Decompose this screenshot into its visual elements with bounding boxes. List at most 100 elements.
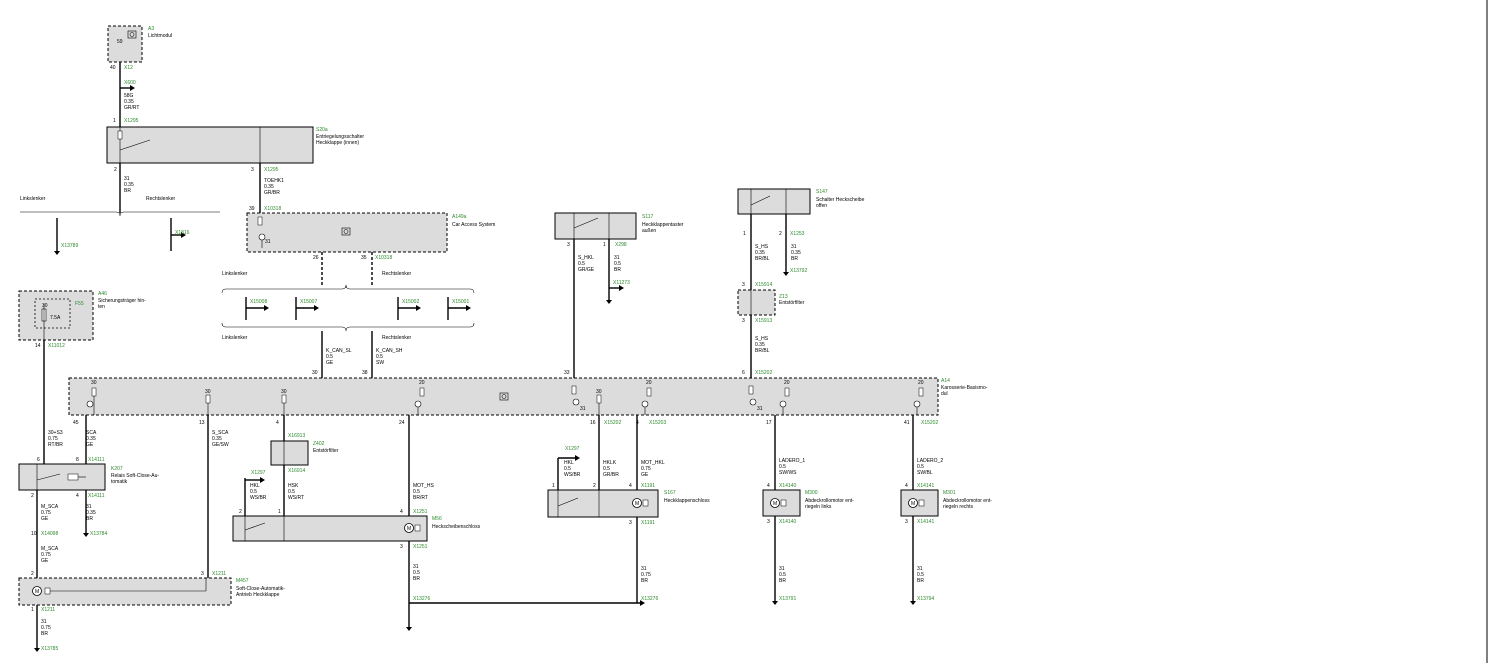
lhd-label-2: Linkslenker [222,271,248,277]
svg-text:BR: BR [779,578,786,584]
wire-m457-31: 31 0.75 BR [41,619,51,637]
svg-text:10: 10 [31,531,37,537]
s20a-code: S20a [316,127,328,133]
svg-text:S_HS: S_HS [755,244,769,250]
svg-text:1: 1 [31,607,34,613]
x11273-label: X11273 [613,280,630,286]
svg-text:2: 2 [114,167,117,173]
svg-text:0.35: 0.35 [124,182,134,188]
wire-s147-31: 31 0.35 BR [791,244,801,262]
svg-text:WS/BR: WS/BR [564,472,581,478]
svg-text:riegeln rechts: riegeln rechts [943,504,974,510]
svg-text:31: 31 [917,566,923,572]
svg-text:GE: GE [41,516,49,522]
svg-text:SW: SW [376,360,384,366]
svg-text:0.5: 0.5 [250,489,257,495]
svg-text:MOT_HKL: MOT_HKL [641,460,665,466]
lhd-label-3: Linkslenker [222,335,248,341]
component-a14[interactable]: A14 Karosserie-Basismo- dul 30 30 30 20 … [68,377,988,426]
svg-text:0.35: 0.35 [755,342,765,348]
component-k207[interactable]: K207 Relais Soft-Close-Au- tomatik 6 8 X… [18,457,159,499]
component-s147[interactable]: S147 Schalter Heckscheibe offen 1 2 X125… [737,188,865,237]
svg-text:BR: BR [791,256,798,262]
svg-text:Car Access System: Car Access System [452,222,495,228]
wire-hklk: HKLK 0.5 GR/BR [603,460,619,478]
svg-text:Heckscheibenschloss: Heckscheibenschloss [432,524,481,530]
svg-text:Schalter Heckscheibe: Schalter Heckscheibe [816,197,865,203]
svg-text:X14111: X14111 [88,457,105,463]
component-z13[interactable]: Z13 Entstörfilter 3 X15914 3 X15913 [737,282,805,324]
svg-text:X16914: X16914 [288,468,305,474]
svg-text:GR/BR: GR/BR [264,190,280,196]
wire-m56-31: 31 0.5 BR [413,564,420,582]
svg-text:16: 16 [590,420,596,426]
a3-code: A3 [148,26,154,32]
svg-text:31: 31 [791,244,797,250]
svg-text:GE/SW: GE/SW [212,442,229,448]
svg-text:tomatik: tomatik [111,479,128,485]
component-m457[interactable]: M M457 Soft-Close-Automatik- Antrieb Hec… [18,571,285,613]
svg-text:A14: A14 [941,378,950,384]
wire-z13-shs: S_HS 0.35 BR/BL [755,336,770,354]
svg-text:X10318: X10318 [264,206,281,212]
svg-text:1: 1 [552,483,555,489]
svg-text:GR/GE: GR/GE [578,267,595,273]
svg-text:X14141: X14141 [917,519,934,525]
svg-text:8: 8 [76,457,79,463]
svg-text:X15001: X15001 [452,299,469,305]
svg-text:M: M [407,526,411,532]
svg-text:GE: GE [41,558,49,564]
svg-text:41: 41 [904,420,910,426]
wire-s-hkl: S_HKL 0.5 GR/GE [578,255,595,273]
svg-text:0.5: 0.5 [288,489,295,495]
svg-text:M: M [773,501,777,507]
svg-text:2: 2 [31,571,34,577]
svg-text:X15202: X15202 [921,420,938,426]
wire-s167-31: 31 0.75 BR [641,566,651,584]
svg-text:31: 31 [614,255,620,261]
x600-label: X600 [124,80,136,86]
svg-text:BR: BR [86,516,93,522]
component-z402[interactable]: Z402 Entstörfilter X16913 X16914 [270,433,339,474]
svg-text:0.5: 0.5 [578,261,585,267]
svg-text:X1295: X1295 [264,167,279,173]
svg-text:24: 24 [399,420,405,426]
component-m300[interactable]: M M300 Abdeckrollomotor ent- riegeln lin… [762,483,854,525]
connector-x15001: X15001 [447,297,471,320]
svg-text:BR: BR [124,188,131,194]
component-a3[interactable]: A3 Lichtmodul 59 40 X12 [107,25,172,71]
svg-text:31: 31 [641,566,647,572]
svg-text:30: 30 [312,370,318,376]
rhd-label-2: Rechtslenker [382,271,412,277]
svg-text:X298: X298 [615,242,627,248]
component-m301[interactable]: M M301 Abdeckrollomotor ent- riegeln rec… [900,483,992,525]
svg-text:45: 45 [73,420,79,426]
svg-text:Abdeckrollomotor ent-: Abdeckrollomotor ent- [943,498,992,504]
svg-text:S_HS: S_HS [755,336,769,342]
component-a149a[interactable]: 31 A149a Car Access System 39 X10318 26 … [246,206,495,261]
component-m56[interactable]: M M56 Heckscheibenschloss 2 1 4 X1251 3 … [232,509,481,550]
component-s20a[interactable]: S20a Entriegelungsschalter Heckklappe (i… [106,118,364,173]
svg-text:X15202: X15202 [604,420,621,426]
svg-text:X11012: X11012 [48,343,65,349]
svg-text:X10318: X10318 [375,255,392,261]
svg-text:Heckklappentaster: Heckklappentaster [642,222,684,228]
svg-text:0.35: 0.35 [124,99,134,105]
svg-text:3: 3 [742,282,745,288]
svg-text:31: 31 [779,566,785,572]
component-s167[interactable]: M S167 Heckklappenschloss 1 2 4 X1191 3 … [547,483,710,526]
svg-text:Relais Soft-Close-Au-: Relais Soft-Close-Au- [111,473,159,479]
wire-30-s3: 30+S3 0.75 RT/BR [48,430,63,448]
wire-sca: SCA 0.35 GE [86,430,97,448]
svg-text:4: 4 [767,483,770,489]
svg-text:dul: dul [941,391,948,397]
component-a46[interactable]: A46 Sicherungsträger hin- ten F55 30 7.5… [18,290,146,349]
svg-text:30: 30 [42,303,48,309]
svg-text:A149a: A149a [452,214,467,220]
x13794-label: X13794 [917,596,934,602]
component-s117[interactable]: S117 Heckklappentaster außen 3 1 X298 [554,212,684,248]
svg-text:X15203: X15203 [649,420,666,426]
svg-text:26: 26 [313,255,319,261]
svg-text:31: 31 [413,564,419,570]
svg-text:30: 30 [281,389,287,395]
